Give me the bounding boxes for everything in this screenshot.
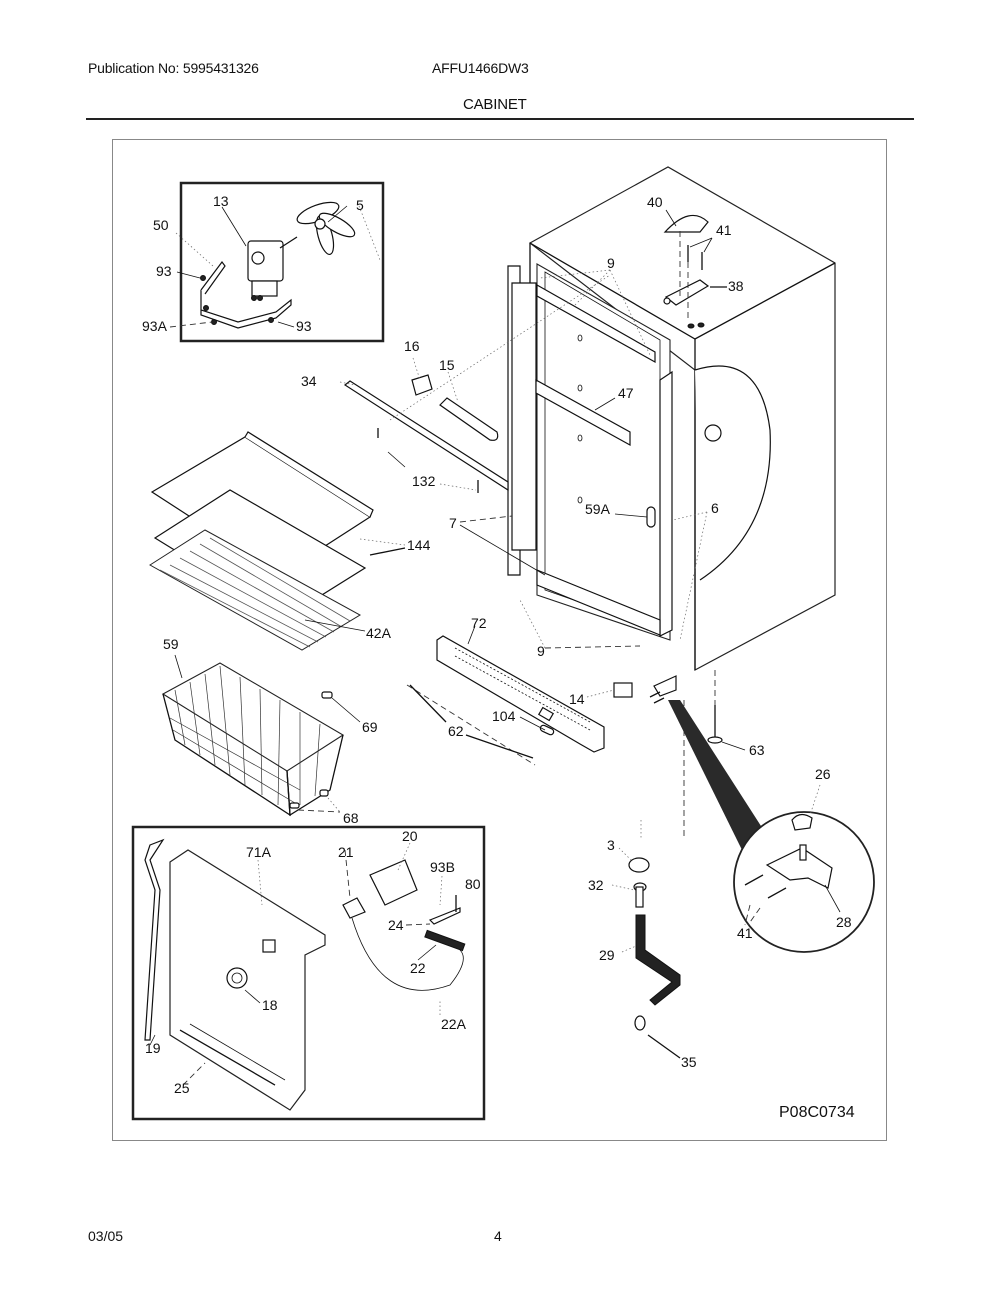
callout-63: 63 <box>749 742 765 758</box>
callout-15: 15 <box>439 357 455 373</box>
footer-date: 03/05 <box>88 1228 124 1244</box>
toe-grille <box>406 625 615 766</box>
callout-47: 47 <box>618 385 634 401</box>
grommet <box>226 967 248 989</box>
callout-41: 41 <box>716 222 732 238</box>
capillary-tube <box>351 917 464 991</box>
callout-26: 26 <box>815 766 831 782</box>
callout-22a: 22A <box>441 1016 467 1032</box>
upper-parts <box>339 274 611 493</box>
callout-93-2: 93 <box>296 318 312 334</box>
rear-rail <box>343 380 509 492</box>
light-strip <box>424 929 466 952</box>
grille-insert <box>539 724 555 736</box>
door-switch <box>613 682 633 698</box>
callout-13: 13 <box>213 193 229 209</box>
thermostat-cover <box>369 859 418 906</box>
callout-59a: 59A <box>585 501 611 517</box>
callout-71a: 71A <box>246 844 272 860</box>
callout-22: 22 <box>410 960 426 976</box>
hinge-detail-circle <box>733 784 875 953</box>
rear-panel <box>169 849 326 1111</box>
callout-93a: 93A <box>142 318 168 334</box>
hinge-cover <box>663 214 709 233</box>
shelves <box>149 431 406 651</box>
callout-50: 50 <box>153 217 169 233</box>
callout-59: 59 <box>163 636 179 652</box>
callout-3: 3 <box>607 837 615 853</box>
callout-93: 93 <box>156 263 172 279</box>
retainer <box>634 1015 646 1031</box>
model-number: AFFU1466DW3 <box>432 60 529 76</box>
callout-28: 28 <box>836 914 852 930</box>
bushing <box>635 886 644 908</box>
callout-7: 7 <box>449 515 457 531</box>
callout-9-bottom: 9 <box>537 643 545 659</box>
drain-trough <box>144 838 165 1041</box>
page-number: 4 <box>494 1228 502 1244</box>
light-bulb <box>439 397 499 441</box>
header-rule <box>86 118 914 120</box>
wire-basket <box>161 654 361 817</box>
callout-144: 144 <box>407 537 431 553</box>
callout-132: 132 <box>412 473 436 489</box>
callout-29: 29 <box>599 947 615 963</box>
callout-38: 38 <box>728 278 744 294</box>
callout-42a: 42A <box>366 625 392 641</box>
callout-41-detail: 41 <box>737 925 753 941</box>
callout-20: 20 <box>402 828 418 844</box>
fan-motor <box>247 236 298 301</box>
cap <box>628 857 650 873</box>
callout-6: 6 <box>711 500 719 516</box>
callout-72: 72 <box>471 615 487 631</box>
callout-93b: 93B <box>430 859 455 875</box>
callout-18: 18 <box>262 997 278 1013</box>
fan-blade <box>296 201 356 256</box>
callout-104: 104 <box>492 708 516 724</box>
callout-35: 35 <box>681 1054 697 1070</box>
light-socket <box>411 374 433 396</box>
top-hinge <box>664 279 710 306</box>
drawing-code: P08C0734 <box>779 1104 855 1121</box>
publication-number: Publication No: 5995431326 <box>88 60 259 76</box>
callout-62: 62 <box>448 723 464 739</box>
cabinet-body <box>459 166 836 850</box>
callout-25: 25 <box>174 1080 190 1096</box>
shelf-rail <box>535 378 631 447</box>
door-latch <box>646 506 656 528</box>
callout-labels: 13 5 50 93 93A 93 40 41 38 9 16 15 34 47… <box>142 193 855 1121</box>
detail-pointer <box>668 700 770 850</box>
callout-24: 24 <box>388 917 404 933</box>
callout-5: 5 <box>356 197 364 213</box>
diagram-frame <box>112 139 887 1141</box>
callout-68: 68 <box>343 810 359 826</box>
control-panel-inset <box>131 825 486 1121</box>
callout-34: 34 <box>301 373 317 389</box>
callout-69: 69 <box>362 719 378 735</box>
callout-21: 21 <box>338 844 354 860</box>
section-title: CABINET <box>463 96 527 113</box>
wire-shelf <box>149 529 362 651</box>
callout-80: 80 <box>465 876 481 892</box>
callout-16: 16 <box>404 338 420 354</box>
callout-14: 14 <box>569 691 585 707</box>
callout-9: 9 <box>607 255 615 271</box>
door-stop-assembly <box>611 820 681 1059</box>
stop-rod <box>635 914 681 1006</box>
callout-19: 19 <box>145 1040 161 1056</box>
callout-40: 40 <box>647 194 663 210</box>
hinge-pin-bushing <box>791 813 813 831</box>
fan-motor-inset <box>169 181 385 343</box>
basket-clip <box>321 691 333 699</box>
callout-32: 32 <box>588 877 604 893</box>
thermostat <box>342 897 366 919</box>
